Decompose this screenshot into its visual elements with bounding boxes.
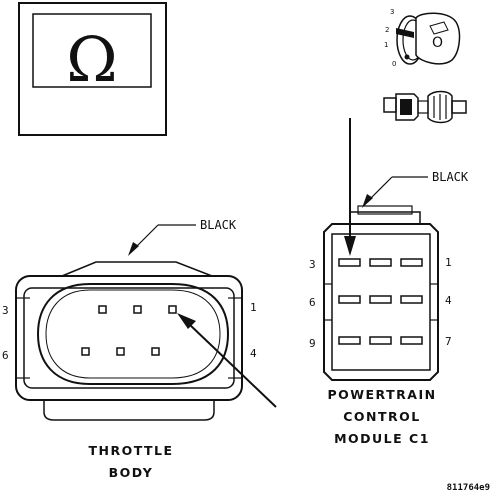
figure-code: 811764e9 [447, 483, 490, 493]
svg-text:POWERTRAIN: POWERTRAIN [327, 387, 436, 402]
pcm-caption: POWERTRAIN CONTROL MODULE C1 [327, 387, 436, 446]
svg-text:2: 2 [385, 26, 389, 34]
svg-text:O: O [432, 35, 443, 51]
svg-text:6: 6 [309, 296, 316, 309]
svg-text:4: 4 [250, 347, 257, 360]
svg-text:4: 4 [445, 294, 452, 307]
svg-text:9: 9 [309, 337, 316, 350]
svg-text:6: 6 [2, 349, 9, 362]
throttle-body-caption: THROTTLE BODY [88, 443, 173, 480]
svg-text:MODULE C1: MODULE C1 [334, 431, 430, 446]
ohmmeter-box: Ω [18, 2, 167, 136]
svg-text:0: 0 [392, 60, 396, 68]
svg-text:1: 1 [250, 301, 257, 314]
throttle-wire-color-label: BLACK [200, 218, 237, 232]
svg-text:3: 3 [309, 258, 316, 271]
svg-text:3: 3 [390, 8, 394, 16]
svg-text:1: 1 [445, 256, 452, 269]
svg-text:1: 1 [384, 41, 388, 49]
throttle-body-connector: BLACK 3 6 1 4 [2, 218, 277, 421]
pcm-probe-arrow [344, 118, 356, 256]
svg-text:7: 7 [445, 335, 452, 348]
connector-plug-icon [383, 90, 467, 124]
svg-text:BODY: BODY [109, 465, 154, 480]
pcm-connector-c1: BLACK 3 6 9 1 4 7 [309, 170, 469, 381]
svg-text:THROTTLE: THROTTLE [88, 443, 173, 458]
ignition-switch-icon: 3 2 1 0 O [384, 8, 461, 68]
pcm-wire-color-label: BLACK [432, 170, 469, 184]
svg-text:3: 3 [2, 304, 9, 317]
svg-text:CONTROL: CONTROL [343, 409, 421, 424]
ohm-symbol: Ω [66, 23, 117, 96]
